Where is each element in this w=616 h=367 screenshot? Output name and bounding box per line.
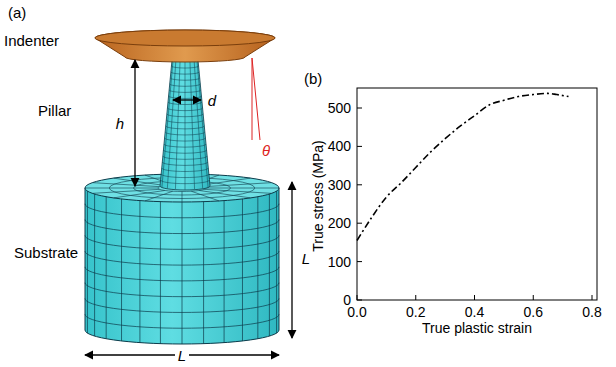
length-dimension — [291, 182, 292, 338]
diameter-dimension — [173, 99, 201, 100]
tick-label: 300 — [328, 178, 351, 192]
plot-frame — [357, 88, 597, 300]
dimension-symbol: h — [116, 116, 124, 131]
height-dimension — [134, 60, 135, 186]
axis-title: True stress (MPa) — [311, 140, 325, 252]
substrate-cylinder — [85, 174, 279, 344]
tick-label: 0.0 — [347, 305, 366, 319]
stress-strain-curve — [357, 93, 569, 240]
taper-angle-line — [252, 58, 260, 140]
part-name: Substrate — [14, 245, 78, 260]
panel-label: (a) — [8, 5, 26, 20]
tick-label: 0.8 — [582, 305, 601, 319]
angle-symbol: θ — [262, 143, 270, 158]
tick-label: 100 — [328, 255, 351, 269]
axis-ticks — [357, 108, 592, 300]
dimension-symbol: L — [302, 251, 310, 266]
tick-label: 200 — [328, 216, 351, 230]
dimension-symbol: d — [208, 93, 216, 108]
tick-label: 500 — [328, 101, 351, 115]
axis-title: True plastic strain — [422, 321, 532, 335]
tick-label: 0.2 — [406, 305, 425, 319]
tick-label: 400 — [328, 139, 351, 153]
part-name: Pillar — [38, 103, 71, 118]
part-name: Indenter — [4, 33, 59, 48]
indenter-tip — [95, 30, 275, 62]
dimension-symbol: L — [175, 348, 189, 363]
taper-reference-line — [252, 58, 253, 140]
tick-label: 0.6 — [524, 305, 543, 319]
tick-label: 0.4 — [465, 305, 484, 319]
pillar-body — [160, 60, 210, 190]
panel-label: (b) — [304, 71, 322, 86]
